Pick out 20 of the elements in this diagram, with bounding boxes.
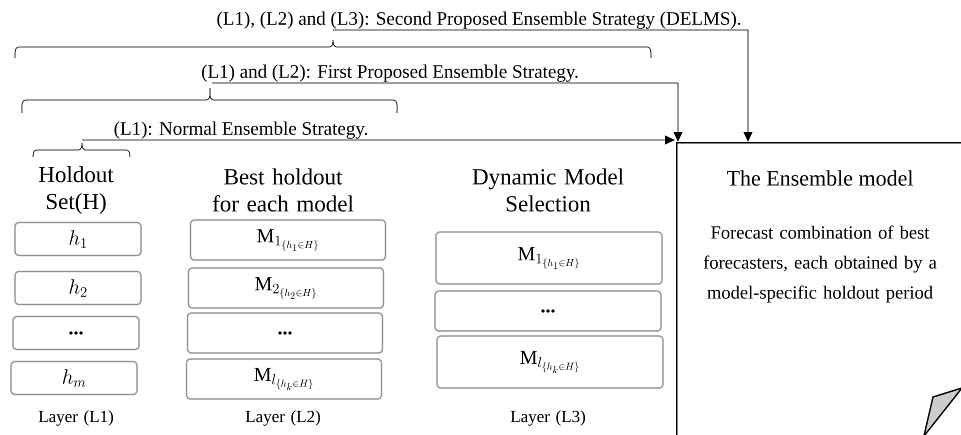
strategy-label: (L1): Normal Ensemble Strategy. — [114, 122, 368, 139]
strategy-label: (L1), (L2) and (L3): Second Proposed Ensemble Strategy (DELMS). — [217, 12, 740, 29]
model-box: $\mathrm{M}_{l_{\{h_k \in H\}}}$ — [436, 335, 664, 389]
column-heading: Best holdout for each model — [212, 168, 354, 212]
model-box: ... — [12, 316, 140, 350]
model-box: $\mathrm{M}_{l_{\{h_k \in H\}}}$ — [186, 358, 382, 400]
model-box: $\mathrm{M}_{1_{\{h_1 \in H\}}}$ — [190, 219, 386, 261]
column-heading: Holdout Set(H) — [38, 166, 114, 214]
model-box: $h_1$ — [14, 222, 142, 256]
model-box: ... — [186, 312, 384, 354]
model-box: ... — [434, 290, 662, 332]
model-box: $\mathrm{M}_{2_{\{h_2 \in H\}}}$ — [188, 267, 384, 309]
layer-label: Layer (L1) — [38, 410, 114, 426]
model-box: $h_2$ — [14, 270, 142, 306]
model-box: $\mathrm{M}_{1_{\{h_1 \in H\}}}$ — [435, 231, 663, 285]
column-heading: Dynamic Model Selection — [472, 168, 624, 212]
model-box: $h_m$ — [10, 360, 138, 396]
layer-label: Layer (L3) — [510, 410, 585, 426]
strategy-label: (L1) and (L2): First Proposed Ensemble Strategy. — [202, 64, 578, 82]
ensemble-box: The Ensemble model Forecast combination of best forecasters, each obtained by a model-specific holdout period — [676, 142, 961, 435]
